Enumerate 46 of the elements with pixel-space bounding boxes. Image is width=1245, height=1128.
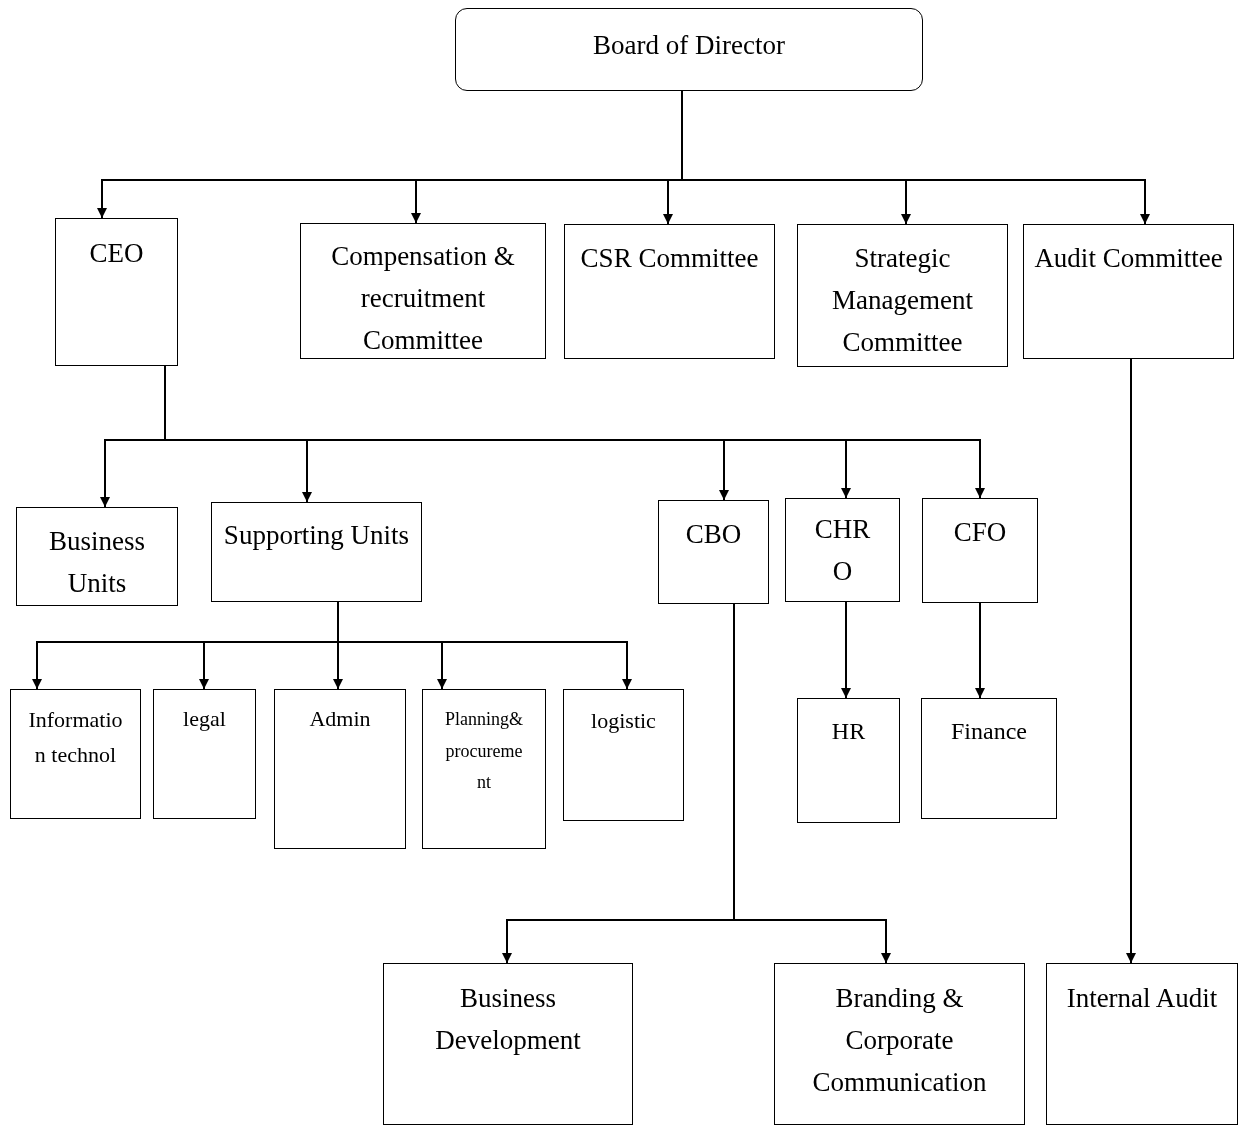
org-box: [211, 502, 422, 602]
org-box: [1046, 963, 1238, 1125]
org-box: [55, 218, 178, 366]
box-label: CEO: [89, 237, 144, 270]
connector-arrow: [1126, 358, 1136, 964]
box-label: Compensation & recruitment Committee: [330, 240, 516, 357]
box-label: HR: [831, 717, 866, 746]
org-box: [563, 689, 684, 821]
org-box: [422, 689, 546, 849]
connector-arrow: [841, 601, 851, 699]
box-label: Finance: [951, 717, 1027, 746]
box-label: CFO: [953, 516, 1007, 549]
org-box: [300, 223, 546, 359]
box-label: CBO: [685, 518, 742, 551]
box-label: Supporting Units: [223, 519, 410, 552]
connector-arrow: [975, 602, 985, 699]
org-box: [797, 698, 900, 823]
org-box: [774, 963, 1025, 1125]
box-label: Audit Committee: [1034, 242, 1223, 275]
org-box: [785, 498, 900, 602]
org-box: [797, 224, 1008, 367]
box-label: Board of Director: [593, 29, 785, 62]
box-label: legal: [183, 705, 226, 733]
org-box: [1023, 224, 1234, 359]
org-box: [383, 963, 633, 1125]
box-label: logistic: [591, 707, 656, 735]
box-label: Admin: [309, 705, 371, 733]
org-box: [921, 698, 1057, 819]
org-box: [153, 689, 256, 819]
rounded-box: [455, 8, 923, 91]
box-label: Business Development: [434, 982, 582, 1057]
box-label: CSR Committee: [580, 242, 759, 275]
org-box: [274, 689, 406, 849]
connector-arrow: [337, 601, 632, 690]
box-label: Internal Audit: [1066, 982, 1218, 1015]
org-box: [564, 224, 775, 359]
box-label: Information technol: [27, 706, 124, 770]
org-box: [16, 507, 178, 606]
box-label: Planning& procurement: [444, 708, 524, 794]
org-box: [922, 498, 1038, 603]
box-label: CHRO: [813, 513, 872, 588]
org-box: [10, 689, 141, 819]
org-box: [658, 500, 769, 604]
box-label: Business Units: [48, 525, 146, 600]
box-label: Branding & Corporate Communication: [811, 982, 988, 1099]
box-label: Strategic Management Committee: [831, 242, 974, 359]
